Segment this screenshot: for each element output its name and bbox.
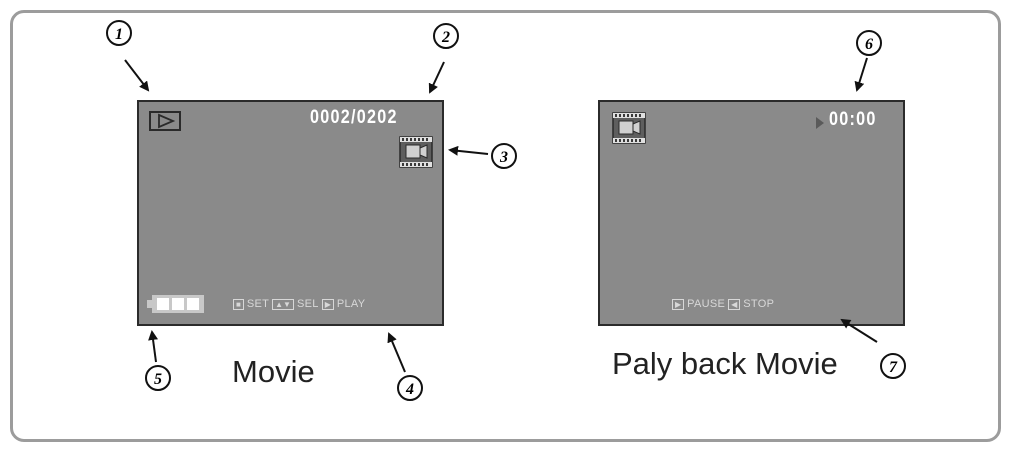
callout-5: 5 [145, 365, 171, 391]
callout-5-label: 5 [154, 371, 162, 388]
set-hint-label: SET [246, 298, 270, 310]
movie-hint-bar: ■ SET ▲▼ SEL ▶ PLAY [233, 298, 365, 310]
callout-2-label: 2 [441, 29, 450, 46]
stop-key-icon: ◀ [728, 298, 741, 310]
callout-5-arrow [148, 330, 159, 363]
movie-screen: 0002/0202 ■ SET ▲▼ SEL ▶ PLAY [137, 100, 444, 326]
play-hint-label: PLAY [336, 298, 366, 310]
callout-7-arrow [840, 318, 878, 343]
callout-2: 2 [433, 23, 459, 49]
callout-4: 4 [397, 375, 423, 401]
callout-6-label: 6 [865, 36, 873, 53]
playback-caption: Paly back Movie [612, 346, 838, 381]
stop-hint-label: STOP [743, 298, 775, 310]
callout-3-arrow [448, 145, 489, 156]
callout-3-label: 3 [499, 149, 508, 166]
callout-6: 6 [856, 30, 882, 56]
battery-icon [147, 295, 204, 313]
callout-7-label: 7 [889, 359, 898, 376]
pause-key-icon: ▶ [672, 298, 685, 310]
pause-hint-label: PAUSE [687, 298, 726, 310]
film-icon [612, 112, 646, 144]
callout-1-label: 1 [115, 26, 123, 43]
callout-4-label: 4 [405, 381, 414, 398]
callout-1-arrow [124, 59, 150, 92]
film-icon [399, 136, 433, 168]
callout-7: 7 [880, 353, 906, 379]
play-indicator-icon [816, 117, 824, 129]
callout-1: 1 [106, 20, 132, 46]
set-key-icon: ■ [233, 298, 244, 310]
playback-mode-icon [149, 111, 181, 131]
callout-2-arrow [428, 61, 445, 94]
callout-4-arrow [387, 332, 406, 373]
playback-timer: 00:00 [829, 109, 877, 130]
playback-screen: 00:00 ▶ PAUSE ◀ STOP [598, 100, 905, 326]
play-key-icon: ▶ [321, 298, 334, 310]
file-counter: 0002/0202 [310, 107, 398, 128]
callout-6-arrow [854, 57, 868, 92]
movie-caption: Movie [232, 354, 315, 389]
select-key-icon: ▲▼ [272, 298, 294, 310]
playback-hint-bar: ▶ PAUSE ◀ STOP [672, 298, 774, 310]
select-hint-label: SEL [296, 298, 319, 310]
callout-3: 3 [491, 143, 517, 169]
